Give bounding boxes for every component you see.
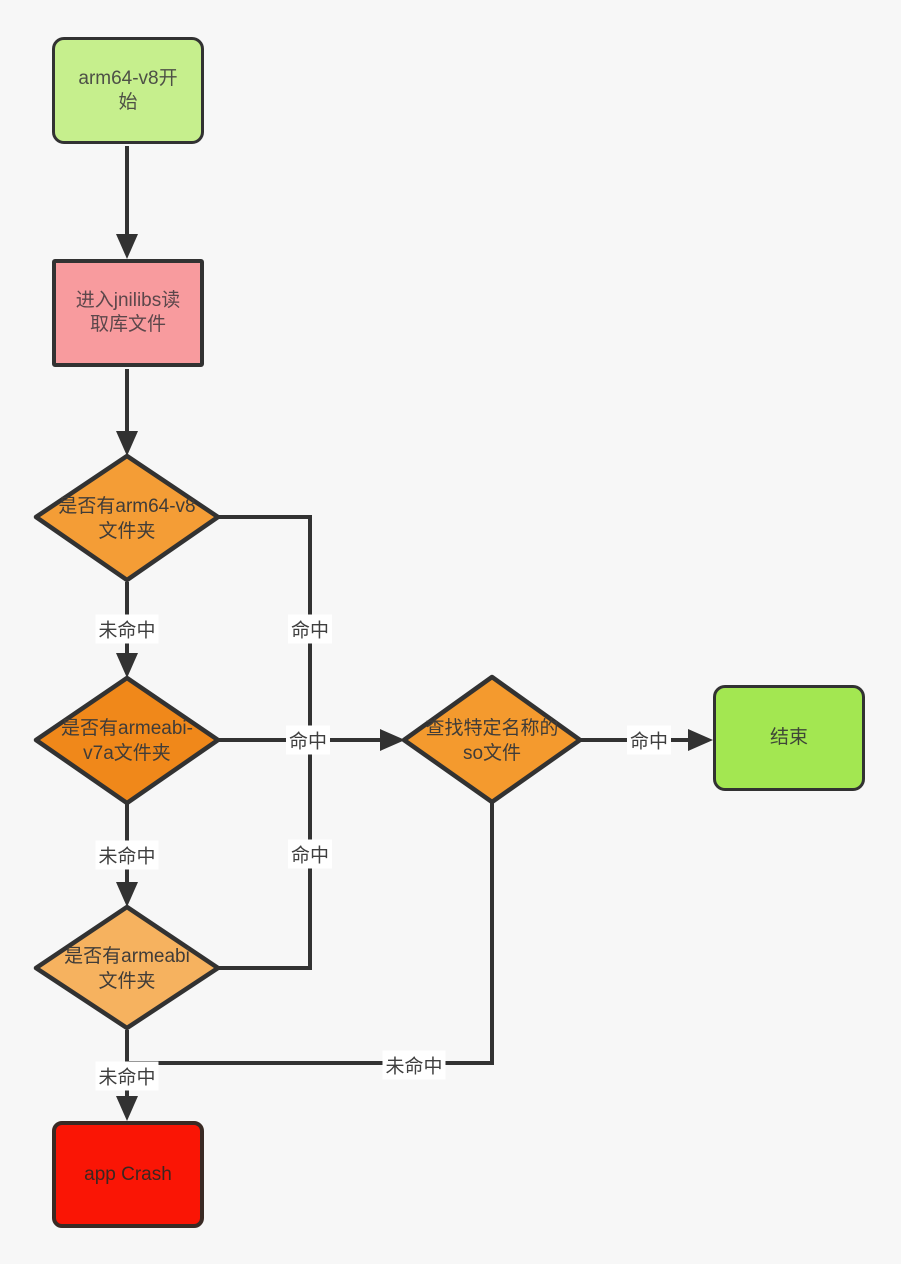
edge-label-armeabi-miss: 未命中 [95, 1061, 159, 1091]
start-node-label: arm64-v8开始 [78, 67, 178, 113]
check-armeabi-v7a-diamond [33, 675, 221, 806]
edge-armeabi-hit-line [218, 742, 312, 970]
arrowhead-into-end [688, 729, 713, 751]
find-so-label: 查找特定名称的so文件 [425, 717, 559, 764]
arrowhead-into-find-so [380, 729, 405, 751]
edge-label-find-hit: 命中 [626, 725, 672, 755]
arrowhead-into-check-armeabi [116, 882, 138, 907]
end-node: 结束 [713, 685, 865, 791]
edge-label-arm64-miss: 未命中 [95, 614, 159, 644]
edge-label-v7a-hit: 命中 [285, 725, 331, 755]
check-armeabi-diamond [33, 904, 221, 1031]
check-arm64-label: 是否有arm64-v8文件夹 [58, 495, 196, 542]
crash-node: app Crash [52, 1121, 204, 1228]
end-node-label: 结束 [769, 727, 808, 749]
edge-label-v7a-miss: 未命中 [95, 840, 159, 870]
arrowhead-into-crash [116, 1096, 138, 1121]
check-armeabi-v7a-label: 是否有armeabi-v7a文件夹 [61, 717, 193, 764]
crash-node-label: app Crash [84, 1163, 172, 1185]
arrowhead-into-check-v7a [116, 653, 138, 678]
edge-label-armeabi-hit: 命中 [287, 839, 333, 869]
read-libs-node: 进入jnilibs读取库文件 [52, 259, 204, 367]
read-libs-node-label: 进入jnilibs读取库文件 [75, 290, 181, 335]
find-so-diamond [401, 674, 583, 805]
check-armeabi-label: 是否有armeabi文件夹 [64, 945, 190, 992]
edge-label-arm64-hit: 命中 [287, 614, 333, 644]
edge-find-miss-line [129, 803, 494, 1065]
start-node: arm64-v8开始 [52, 37, 204, 144]
arrowhead-into-readlibs [116, 234, 138, 259]
arrowhead-into-check-arm64 [116, 431, 138, 456]
edge-label-find-miss: 未命中 [382, 1050, 446, 1080]
edge-arm64-hit-line [218, 515, 312, 738]
check-arm64-diamond [33, 453, 221, 583]
